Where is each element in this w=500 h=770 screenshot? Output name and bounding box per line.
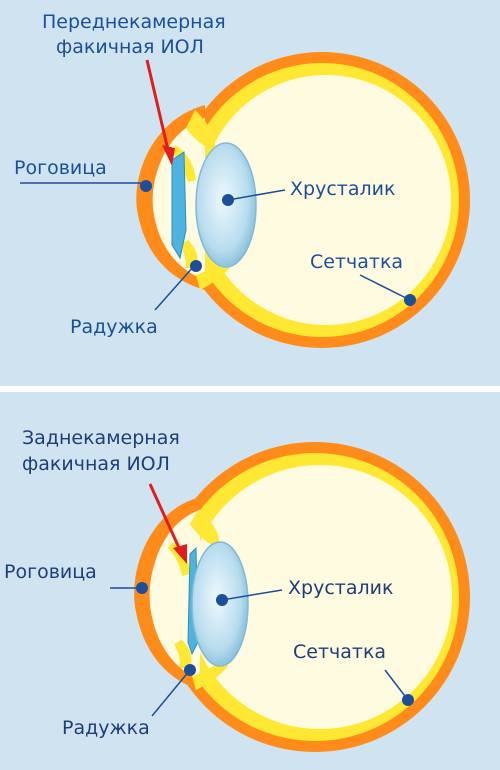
vitreous-body (188, 465, 452, 729)
retina-marker-dot (402, 694, 414, 706)
cornea-marker-dot (136, 582, 148, 594)
retina-leader-line (359, 274, 411, 301)
anterior-iol-panel: Переднекамерная факичная ИОЛ Роговица Хр… (0, 0, 500, 386)
upper-ciliary (186, 110, 216, 150)
retina-label: Сетчатка (293, 641, 386, 663)
lens-marker-dot (222, 194, 234, 206)
iris-leader-line (151, 669, 191, 717)
anterior-chamber (149, 510, 200, 680)
lens-leader-line (221, 589, 283, 601)
iris-leader-line (154, 265, 195, 311)
iris-marker-dot (190, 260, 202, 272)
cornea-label: Роговица (4, 561, 97, 583)
upper-iris (168, 542, 190, 576)
anterior-iol-title-line2: факичная ИОЛ (56, 36, 204, 58)
posterior-iol-panel: Заднекамерная факичная ИОЛ Роговица Хрус… (0, 392, 500, 770)
upper-ciliary (190, 510, 220, 548)
posterior-iol-title-line2: факичная ИОЛ (22, 453, 170, 475)
cornea-label: Роговица (14, 157, 107, 179)
posterior-iol-title-line1: Заднекамерная (22, 427, 180, 449)
posterior-iol-diagram: Заднекамерная факичная ИОЛ Роговица Хрус… (4, 427, 470, 752)
retina-marker-dot (404, 294, 416, 306)
iol-pointer-arrow (145, 59, 175, 166)
lower-iris (174, 640, 192, 668)
vitreous-body (201, 75, 451, 325)
anterior-iol-title-line1: Переднекамерная (42, 11, 226, 33)
iris-label: Радужка (70, 316, 158, 338)
lens-label: Хрусталик (290, 178, 395, 200)
iol-pointer-arrow (148, 483, 187, 564)
iris-marker-dot (184, 664, 196, 676)
cornea-marker-dot (140, 180, 152, 192)
eye-globe (136, 52, 470, 348)
anterior-iol-implant (171, 151, 187, 260)
lens-leader-line (227, 189, 286, 201)
iris-label: Радужка (62, 717, 150, 739)
lens-marker-dot (216, 594, 228, 606)
lens-label: Хрусталик (288, 577, 393, 599)
anterior-iol-diagram: Переднекамерная факичная ИОЛ Роговица Хр… (14, 11, 470, 348)
retina-leader-line (384, 669, 409, 701)
retina-label: Сетчатка (310, 251, 403, 273)
